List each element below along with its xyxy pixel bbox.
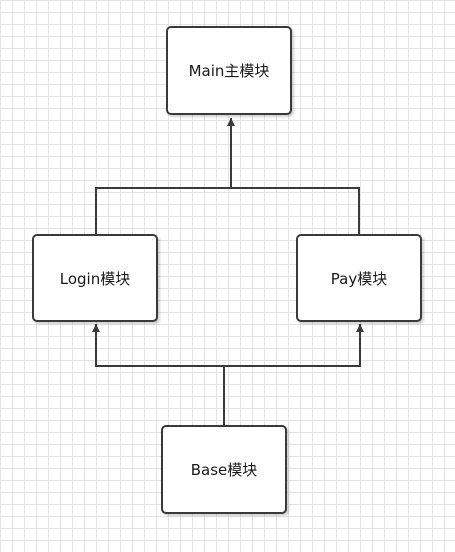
node-base-label: Base模块 <box>190 461 258 479</box>
connector-pay-to-main <box>231 187 360 234</box>
connector-base-to-pay <box>224 324 364 367</box>
node-main-module[interactable]: Main主模块 <box>166 26 292 115</box>
node-login-module[interactable]: Login模块 <box>32 234 158 322</box>
node-base-module[interactable]: Base模块 <box>161 425 287 514</box>
node-login-label: Login模块 <box>59 269 131 288</box>
node-pay-label: Pay模块 <box>330 269 388 288</box>
connector-base-to-login <box>92 324 225 425</box>
connector-login-to-main <box>95 118 235 234</box>
node-main-label: Main主模块 <box>188 62 270 80</box>
node-pay-module[interactable]: Pay模块 <box>296 234 422 322</box>
